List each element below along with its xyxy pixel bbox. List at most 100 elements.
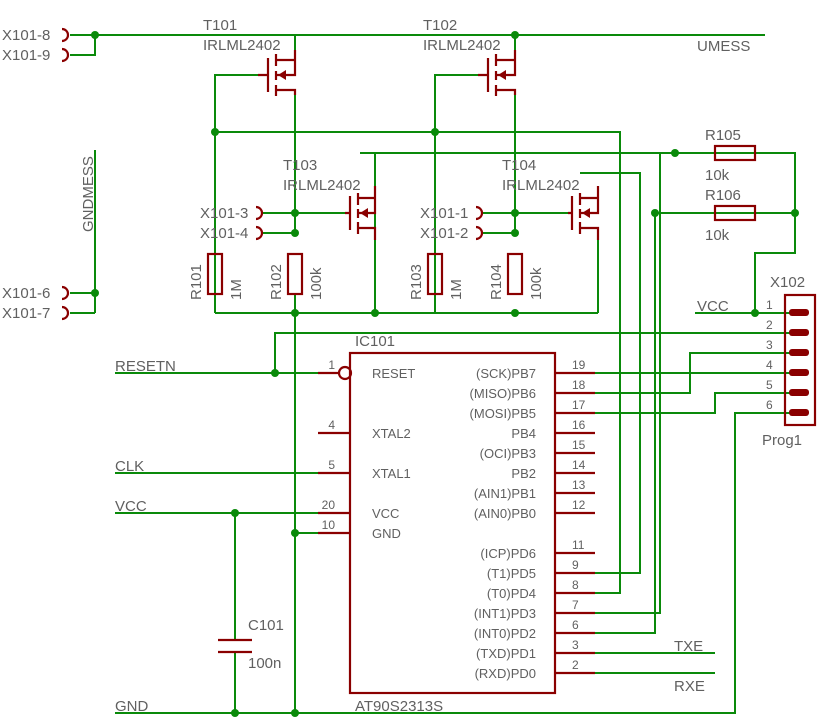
junction-dot [291, 229, 299, 237]
x102-pin-number: 5 [766, 378, 773, 392]
x101-4-label: X101-4 [200, 225, 248, 242]
mosfet-t101 [258, 50, 297, 96]
x101-2-label: X101-2 [420, 225, 468, 242]
x101-hooks [61, 27, 484, 321]
junction-dot [91, 31, 99, 39]
ic101-right-pin-label: (RXD)PD0 [475, 666, 536, 681]
ic101-right-pin-label: (SCK)PB7 [476, 366, 536, 381]
ic101-right-pin-number: 7 [572, 598, 579, 612]
net-clk-label: CLK [115, 458, 144, 475]
mosfet-t103 [345, 186, 377, 240]
ic101-right-pin-label: PB4 [511, 426, 536, 441]
ic101-right-pin-number: 11 [572, 538, 585, 552]
t102-name: T102 [423, 17, 457, 34]
mosfet-t104 [568, 186, 600, 240]
ic101-right-pin-number: 14 [572, 458, 586, 472]
r104-value: 100k [528, 267, 545, 300]
x102-body [783, 293, 817, 427]
ic101-left-pin-label: RESET [372, 366, 415, 381]
ic101-left-pin-label: GND [372, 526, 401, 541]
r106-value: 10k [705, 227, 730, 244]
wire-t102-gate [434, 74, 478, 313]
r106-name: R106 [705, 187, 741, 204]
ic101-left-pin-stubs [318, 371, 350, 535]
t103-name: T103 [283, 157, 317, 174]
junction-dot [671, 149, 679, 157]
resistor-r105-body [713, 144, 757, 162]
x102-pin-number: 4 [766, 358, 773, 372]
junction-dot [371, 309, 379, 317]
net-rxe-label: RXE [674, 678, 705, 695]
ic101-left-pin-number: 20 [322, 498, 336, 512]
c101-name: C101 [248, 617, 284, 634]
x101-8-label: X101-8 [2, 27, 50, 44]
junction-dot [291, 529, 299, 537]
x101-6-label: X101-6 [2, 285, 50, 302]
wire-x101-8-9 [70, 34, 96, 56]
t104-value: IRLML2402 [502, 177, 580, 194]
wire-t103-pd3 [360, 152, 661, 614]
ic101-right-pin-number: 19 [572, 358, 586, 372]
x102-pin-number: 6 [766, 398, 773, 412]
ic101-right-pin-number: 8 [572, 578, 579, 592]
junction-dot [271, 369, 279, 377]
junction-dot [511, 209, 519, 217]
ic101-reset-inverter-bubble [337, 365, 353, 381]
ic101-left-pin-label: VCC [372, 506, 399, 521]
junction-dot [291, 209, 299, 217]
ic101-right-pin-number: 9 [572, 558, 579, 572]
ic101-right-pin-number: 6 [572, 618, 579, 632]
junction-dot [511, 309, 519, 317]
ic101-right-pin-number: 17 [572, 398, 586, 412]
wire-x101-6-7 [70, 292, 95, 314]
x102-value: Prog1 [762, 432, 802, 449]
x101-7-label: X101-7 [2, 305, 50, 322]
mosfet-t102 [478, 50, 517, 96]
ic101-right-pin-label: (T0)PD4 [487, 586, 536, 601]
ic101-left-pin-number: 10 [322, 518, 336, 532]
junction-dot [511, 31, 519, 39]
t101-name: T101 [203, 17, 237, 34]
ic101-right-pin-label: (AIN0)PB0 [474, 506, 536, 521]
ic101-value: AT90S2313S [355, 698, 443, 715]
ic101-right-pin-number: 15 [572, 438, 586, 452]
ic101-right-pin-label: (ICP)PD6 [480, 546, 536, 561]
ic101-right-pin-label: (TXD)PD1 [476, 646, 536, 661]
ic101-left-pin-number: 4 [328, 418, 335, 432]
ic101-right-pin-label: (MOSI)PB5 [470, 406, 536, 421]
ic101-right-pin-stubs [555, 371, 595, 675]
resistor-r102-body [286, 252, 304, 296]
net-txe-label: TXE [674, 638, 703, 655]
ic101-right-pin-label: PB2 [511, 466, 536, 481]
junction-dot [511, 229, 519, 237]
wire-miso [560, 352, 790, 394]
r105-value: 10k [705, 167, 730, 184]
wire-t101-gate [214, 74, 258, 313]
r102-value: 100k [308, 267, 325, 300]
r103-name: R103 [408, 264, 425, 300]
ic101-left-pin-number: 1 [328, 358, 335, 372]
t103-value: IRLML2402 [283, 177, 361, 194]
junction-dot [651, 209, 659, 217]
x101-3-label: X101-3 [200, 205, 248, 222]
resistor-r106-body [713, 204, 757, 222]
junction-dot [751, 309, 759, 317]
t104-name: T104 [502, 157, 536, 174]
labels: X101-8 X101-9 X101-6 X101-7 X101-3 X101-… [2, 17, 805, 715]
r105-name: R105 [705, 127, 741, 144]
wire-gnd-bottom [115, 412, 790, 714]
net-vcc-right-label: VCC [697, 298, 729, 315]
junctions [91, 31, 799, 717]
junction-dot [291, 709, 299, 717]
ic101-right-pin-label: (OCI)PB3 [480, 446, 536, 461]
wire-reset-prog [274, 332, 790, 373]
ic101-right-pin-label: (MISO)PB6 [470, 386, 536, 401]
net-resetn-label: RESETN [115, 358, 176, 375]
ic101-left-pin-number: 5 [328, 458, 335, 472]
junction-dot [231, 509, 239, 517]
t102-value: IRLML2402 [423, 37, 501, 54]
ic101-left-pin-label: XTAL2 [372, 426, 411, 441]
junction-dot [291, 309, 299, 317]
r104-name: R104 [488, 264, 505, 300]
